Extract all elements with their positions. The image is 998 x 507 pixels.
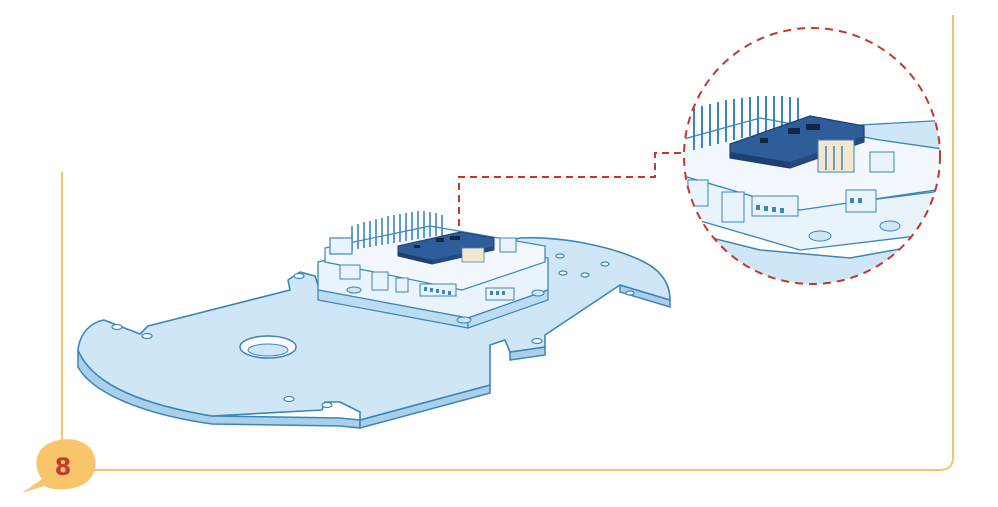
zoom-circle-outline [683,27,941,285]
step-badge: 8 [22,439,96,493]
zoom-detail-view [683,27,941,285]
wifi-module [397,231,495,265]
step-number: 8 [55,453,72,481]
step-frame-line [61,15,954,471]
callout-leader-line [458,152,686,226]
